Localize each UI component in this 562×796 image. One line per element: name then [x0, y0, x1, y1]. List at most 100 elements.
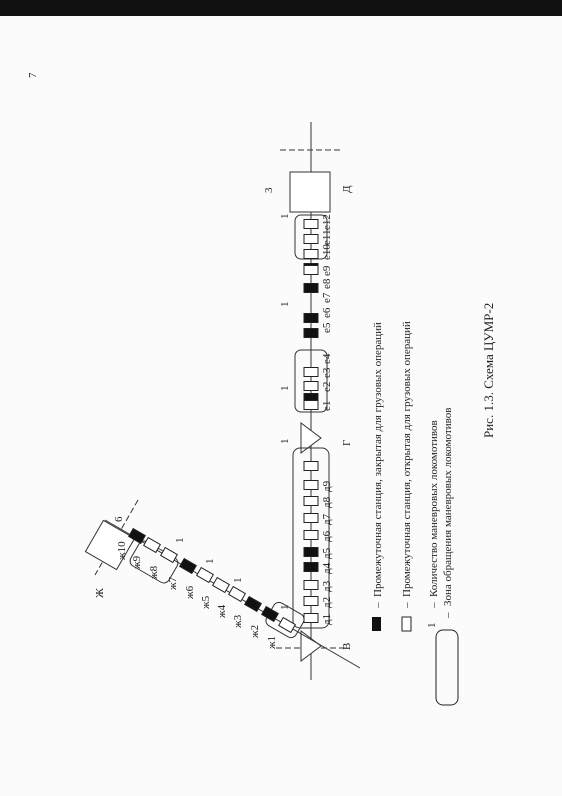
- station-zh3-mark: [244, 595, 262, 613]
- loco-count-zh3: 1: [232, 578, 244, 584]
- station-e3-label: е3: [321, 367, 333, 378]
- station-d3-label: д3: [321, 580, 333, 592]
- legend-zone-text: Зона обращения маневровых локомотивов: [442, 408, 454, 606]
- loco-count-g: 1: [279, 439, 291, 445]
- station-zh4-label: ж4: [216, 604, 228, 619]
- station-zh6-mark: [196, 566, 214, 584]
- station-zh5-label: ж5: [200, 595, 212, 610]
- station-d5-mark: [303, 547, 319, 557]
- station-zh2-label: ж2: [249, 625, 261, 639]
- closed-station-mark-4: [303, 328, 319, 338]
- zone-d: [292, 447, 330, 629]
- station-e1-label: е1: [321, 401, 333, 411]
- station-e9-label: е9: [321, 265, 333, 276]
- loco-count-e3: 1: [279, 386, 291, 392]
- legend-dash-2: –: [401, 602, 413, 609]
- station-e4-label: е4: [321, 353, 333, 364]
- legend-dash-3: –: [428, 602, 440, 609]
- station-d2-label: д2: [321, 597, 333, 608]
- station-zh7-mark: [179, 557, 197, 575]
- legend-closed-text: Промежуточная станция, закрытая для груз…: [372, 322, 384, 597]
- station-zh5-mark: [212, 576, 230, 594]
- figure-caption: Рис. 1.3. Схема ЦУМР-2: [481, 303, 496, 438]
- station-e12-mark: [303, 219, 319, 229]
- legend-open-text: Промежуточная станция, открытая для груз…: [401, 321, 413, 597]
- station-d3-mark: [303, 580, 319, 590]
- zone-zh-upper: [129, 540, 179, 584]
- legend-open-icon: [401, 616, 412, 632]
- legend-zone-icon: [435, 629, 459, 706]
- station-zh8-mark: [160, 546, 178, 564]
- station-zh3-label: ж3: [232, 614, 244, 629]
- station-e2-label: е2: [321, 382, 333, 392]
- station-g-label: Г: [341, 440, 353, 446]
- loco-count-zh2: 1: [204, 559, 216, 565]
- station-d7-label: д7: [321, 513, 333, 525]
- station-d4-mark: [303, 562, 319, 572]
- zone-e-3: [294, 349, 328, 413]
- legend-closed-icon: [372, 617, 381, 631]
- station-zh6-label: ж6: [184, 585, 196, 600]
- station-v-triangle: [300, 630, 322, 662]
- station-zh2-mark: [261, 605, 279, 623]
- station-e12-label: е12: [321, 214, 333, 230]
- scan-top-edge: [0, 0, 562, 16]
- station-e1-mark: [303, 400, 319, 410]
- station-v-label: В: [341, 643, 353, 650]
- loco-count-zh1: 1: [174, 538, 186, 544]
- station-e9-mark: [303, 265, 319, 275]
- station-e11-mark: [303, 234, 319, 244]
- station-d6-label: д6: [321, 530, 333, 542]
- station-d9-label: д9: [321, 480, 333, 492]
- legend-count-text: Количество маневровых локомотивов: [428, 420, 440, 597]
- closed-station-mark-2: [303, 283, 319, 293]
- station-d8-label: д8: [321, 496, 333, 508]
- page-number: 7: [27, 72, 39, 78]
- boundary-zh: [94, 499, 139, 576]
- station-e10-mark: [303, 249, 319, 259]
- station-e2-mark: [303, 381, 319, 391]
- closed-station-mark-3: [303, 313, 319, 323]
- station-zh-box: [84, 519, 136, 571]
- loco-count-e1: 1: [279, 214, 291, 220]
- station-d2-mark: [303, 596, 319, 606]
- station-zh9-mark: [143, 536, 161, 554]
- station-zh9-label: ж9: [131, 555, 143, 570]
- loco-count-v: 1: [279, 605, 291, 611]
- station-d4-label: д4: [321, 562, 333, 574]
- station-e10-label: е10: [321, 244, 333, 260]
- station-zh7-label: ж7: [167, 576, 179, 591]
- station-zh10-label: ж10: [116, 541, 128, 561]
- station-d8-mark: [303, 496, 319, 506]
- station-e11-label: е11: [321, 230, 333, 245]
- station-e6-label: е6: [321, 307, 333, 318]
- station-zh1-label: ж1: [266, 636, 278, 650]
- station-e5-label: е5: [321, 322, 333, 333]
- station-e7-label: е7: [321, 292, 333, 303]
- station-d1-mark: [303, 613, 319, 623]
- station-zh10-mark: [128, 527, 146, 545]
- legend-dash-1: –: [372, 602, 384, 609]
- station-d1-label: д1: [321, 614, 333, 625]
- legend-count-icon: 1: [426, 623, 438, 629]
- station-d-extra-mark: [303, 461, 319, 471]
- loco-count-e2: 1: [279, 302, 291, 308]
- station-g-triangle: [300, 422, 322, 454]
- station-e3-mark: [303, 367, 319, 377]
- station-d9-mark: [303, 480, 319, 490]
- station-e8-label: е8: [321, 278, 333, 289]
- station-d6-mark: [303, 530, 319, 540]
- station-zh-label: Ж: [94, 588, 106, 598]
- station-6-label: 6: [113, 516, 125, 522]
- station-d-box: [289, 171, 331, 213]
- station-d5-label: д5: [321, 547, 333, 559]
- station-zh8-label: ж8: [148, 565, 160, 580]
- station-3-label: 3: [263, 187, 275, 193]
- legend-dash-4: –: [442, 612, 454, 619]
- station-d7-mark: [303, 513, 319, 523]
- station-d-label: Д: [341, 185, 353, 193]
- station-zh1-mark: [278, 616, 296, 634]
